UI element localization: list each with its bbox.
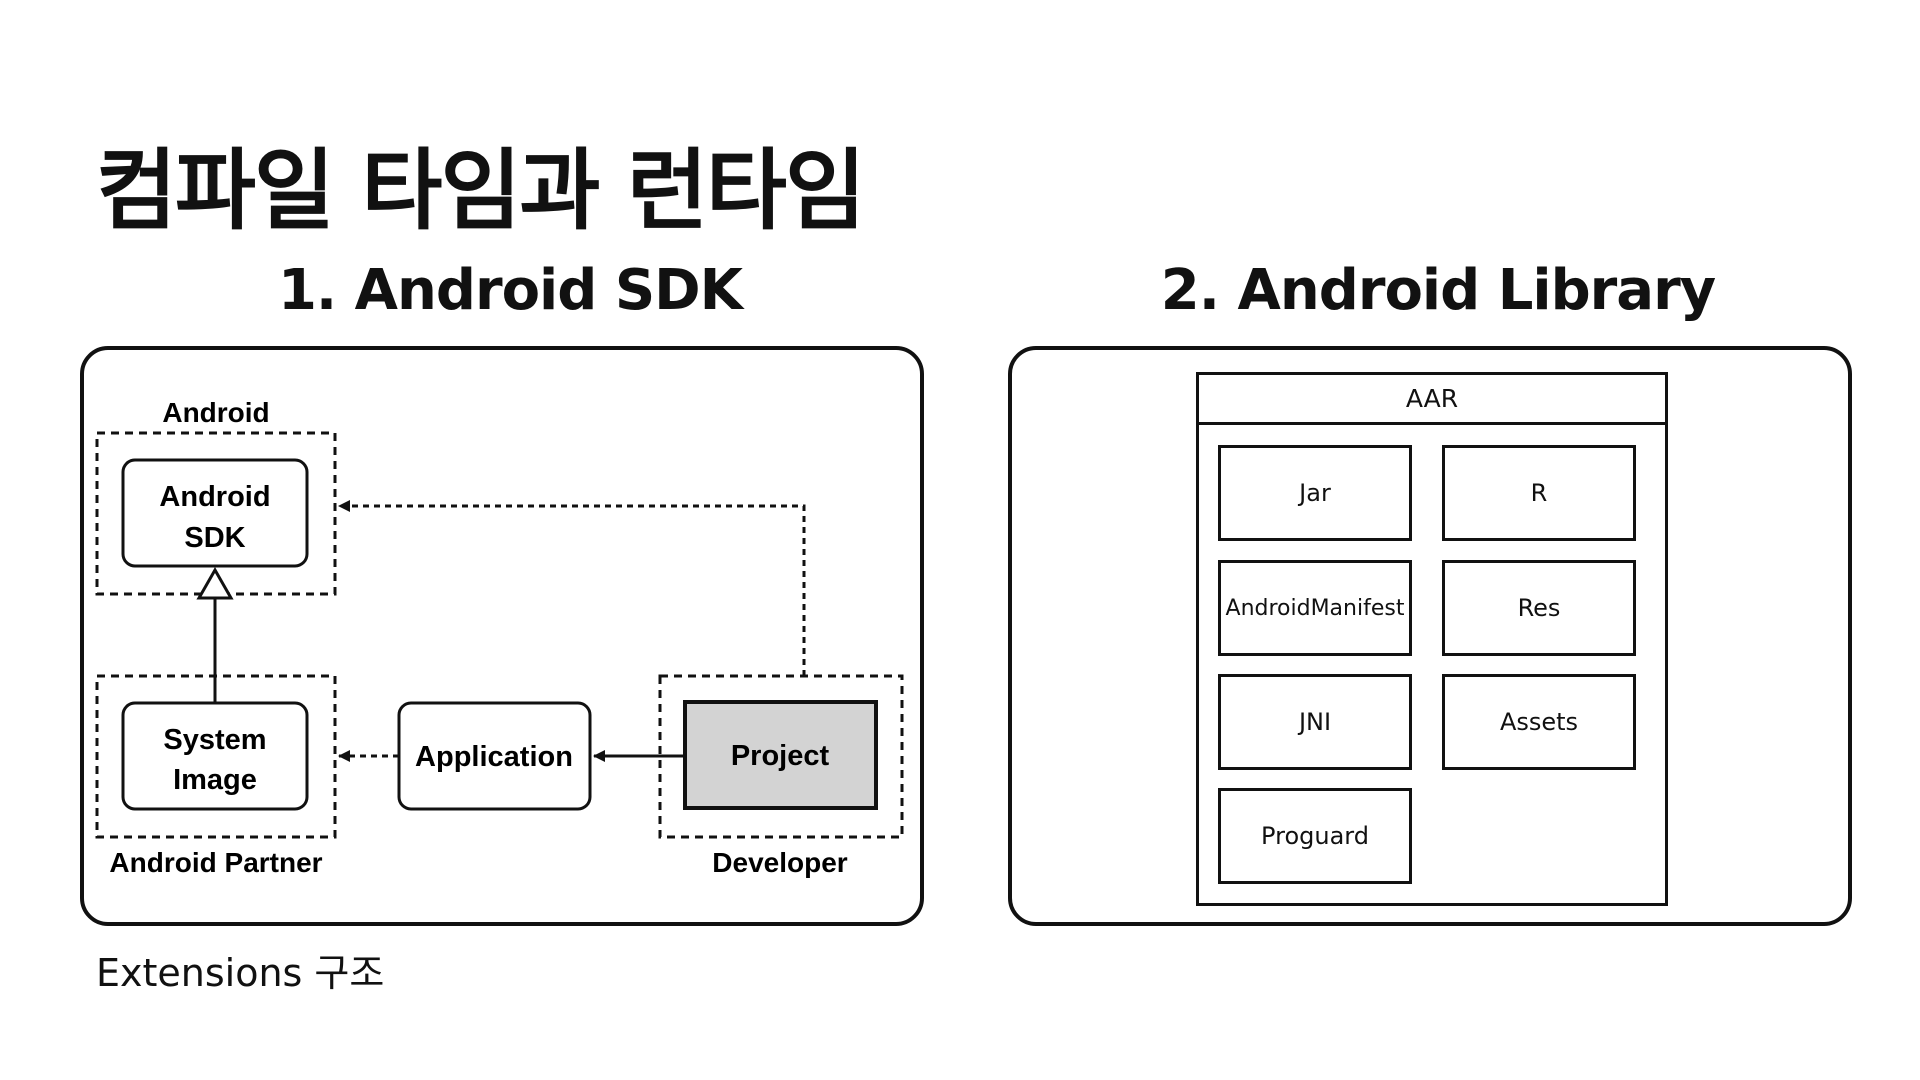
lib-item-r: R xyxy=(1442,445,1636,541)
sdk-diagram-panel: Android Android Partner Developer Androi… xyxy=(80,346,924,926)
lib-item-jni: JNI xyxy=(1218,674,1412,770)
node-system-image-line2: Image xyxy=(173,764,257,796)
lib-item-proguard: Proguard xyxy=(1218,788,1412,884)
group-partner-label: Android Partner xyxy=(109,847,322,878)
section-title-sdk: 1. Android SDK xyxy=(277,258,743,323)
group-developer xyxy=(658,674,904,839)
group-android-label: Android xyxy=(162,397,269,428)
section-title-library: 2. Android Library xyxy=(1160,258,1716,323)
lib-item-res: Res xyxy=(1442,560,1636,656)
node-android-sdk-line2: SDK xyxy=(184,522,245,554)
inheritance-arrowhead xyxy=(196,566,234,600)
aar-container: AAR Jar R AndroidManifest Res JNI Assets… xyxy=(1196,372,1668,906)
lib-item-jar: Jar xyxy=(1218,445,1412,541)
node-project xyxy=(683,700,878,810)
edge-developer-android xyxy=(338,500,806,676)
node-android-sdk xyxy=(121,458,309,568)
sdk-diagram: Android Android Partner Developer Androi… xyxy=(95,397,904,878)
node-system-image-line1: System xyxy=(163,724,266,756)
node-project-label: Project xyxy=(731,740,830,772)
page-title: 컴파일 타임과 런타임 xyxy=(96,139,866,242)
aar-header: AAR xyxy=(1199,375,1665,425)
caption: Extensions 구조 xyxy=(96,951,385,995)
node-application-label: Application xyxy=(415,741,573,773)
lib-item-assets: Assets xyxy=(1442,674,1636,770)
library-panel: AAR Jar R AndroidManifest Res JNI Assets… xyxy=(1008,346,1852,926)
node-android-sdk-line1: Android xyxy=(159,481,270,513)
lib-item-manifest: AndroidManifest xyxy=(1218,560,1412,656)
group-developer-label: Developer xyxy=(712,847,847,878)
